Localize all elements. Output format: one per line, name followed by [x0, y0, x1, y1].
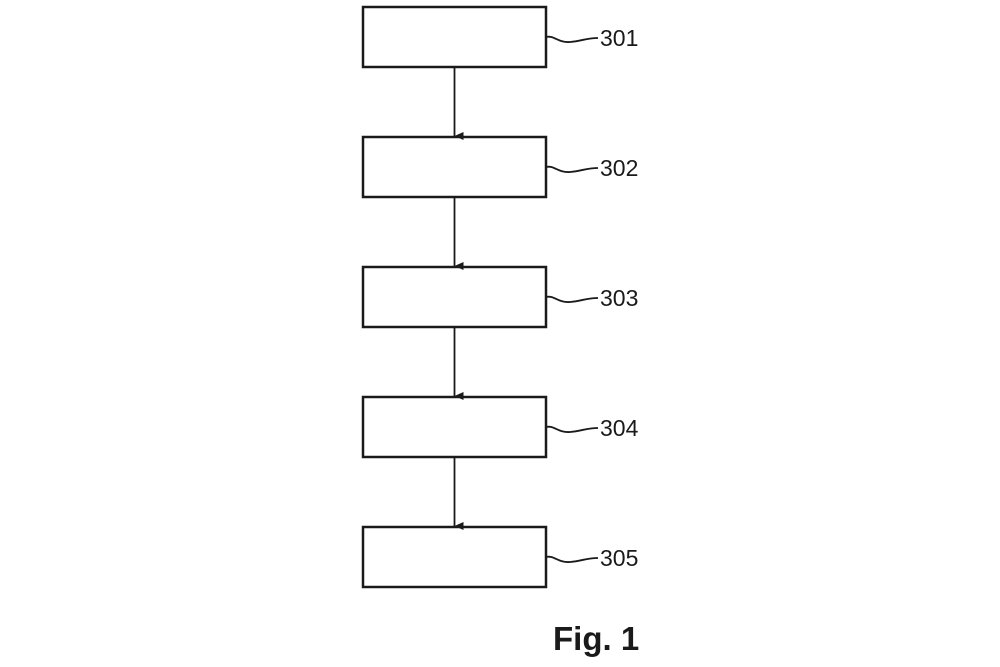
- leader-line-303: [546, 297, 598, 302]
- leader-line-302: [546, 167, 598, 172]
- reference-numeral-303: 303: [600, 285, 638, 311]
- leader-line-301: [546, 37, 598, 42]
- leader-line-305: [546, 557, 598, 562]
- step-box-303: [363, 267, 546, 327]
- figure-caption: Fig. 1: [553, 620, 639, 657]
- reference-numeral-301: 301: [600, 25, 638, 51]
- leader-line-304: [546, 427, 598, 432]
- reference-numeral-302: 302: [600, 155, 638, 181]
- step-box-305: [363, 527, 546, 587]
- step-box-302: [363, 137, 546, 197]
- reference-numeral-304: 304: [600, 415, 639, 441]
- step-box-304: [363, 397, 546, 457]
- step-box-301: [363, 7, 546, 67]
- reference-numeral-305: 305: [600, 545, 638, 571]
